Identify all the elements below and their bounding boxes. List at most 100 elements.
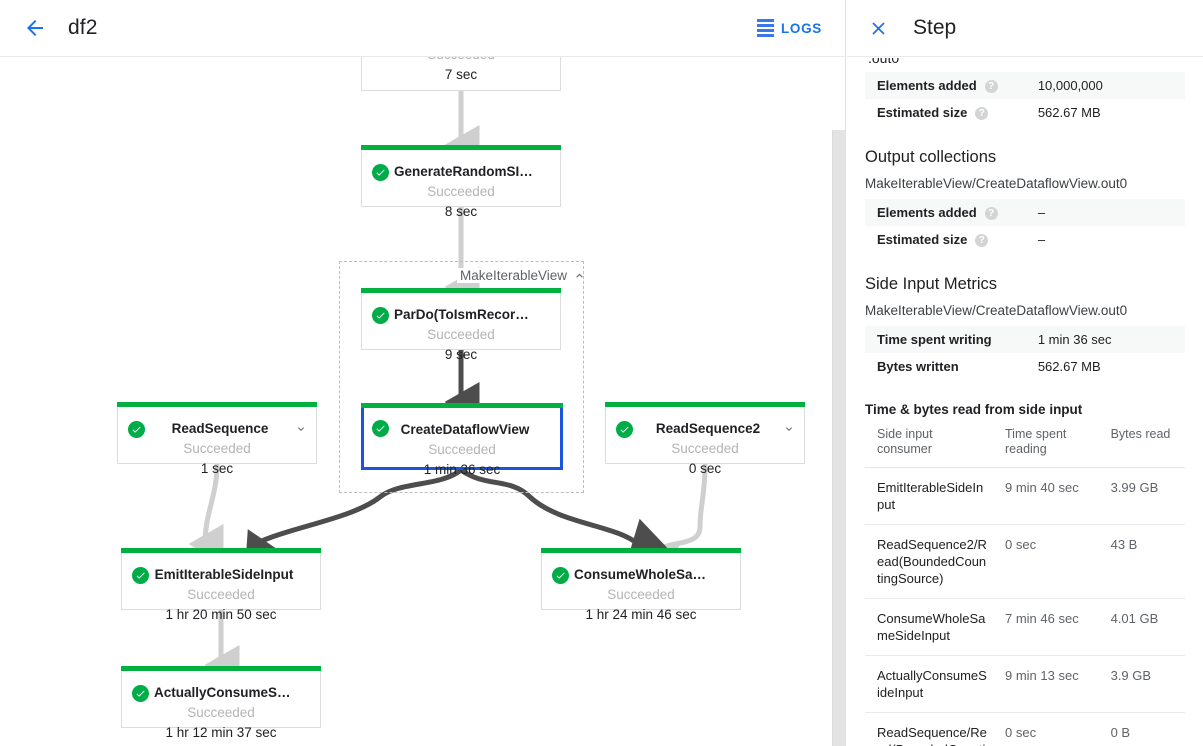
metric-key: Time spent writing [865,326,1038,354]
arrow-left-icon[interactable] [22,15,48,41]
cell-time: 9 min 40 sec [993,467,1099,526]
node-emit-iterable-side-input[interactable]: EmitIterableSideInput Succeeded 1 hr 20 … [121,548,321,622]
graph-canvas[interactable]: MakeIterableView Succeeded 7 sec Generat… [0,57,845,746]
success-check-icon [132,685,149,702]
success-check-icon [132,567,149,584]
cell-bytes: 43 B [1098,524,1185,600]
node-title: ReadSequence [171,421,269,436]
node-time: 7 sec [444,67,478,82]
group-label-text: MakeIterableView [460,268,568,283]
node-title: EmitIterableSideInput [154,567,294,582]
table-row: EmitIterableSideInput 9 min 40 sec 3.99 … [865,467,1185,526]
metric-key: Elements added? [865,72,1038,100]
node-status: Succeeded [183,441,251,456]
chevron-down-icon[interactable] [783,423,795,435]
metric-key: Estimated size? [865,226,1038,253]
node-status: Succeeded [428,442,496,457]
step-details-panel: Step .out0 Elements added? 10,000,000 Es… [847,0,1203,746]
logs-button[interactable]: LOGS [749,13,830,42]
success-check-icon [372,420,389,437]
metric-value: – [1037,232,1046,248]
group-box-make-iterable-view [339,261,584,493]
success-check-icon [552,567,569,584]
success-check-icon [128,421,145,438]
clipped-collection-label: .out0 [865,58,1185,64]
metric-value: 562.67 MB [1037,105,1101,121]
help-icon[interactable]: ? [975,107,989,121]
table-row: Estimated size? 562.67 MB [865,99,1185,126]
panel-body[interactable]: .out0 Elements added? 10,000,000 Estimat… [847,58,1203,746]
chevron-up-icon[interactable] [573,269,586,282]
cell-bytes: 3.9 GB [1098,655,1185,714]
cell-consumer: EmitIterableSideInput [865,467,993,526]
table-row: ReadSequence2/Read(BoundedCountingSource… [865,524,1185,600]
group-label-make-iterable-view[interactable]: MakeIterableView [457,268,590,283]
metric-key: Bytes written [877,359,959,375]
table-row: Estimated size? – [865,226,1185,253]
node-read-sequence[interactable]: ReadSequence Succeeded 1 sec [117,402,317,476]
column-header-time: Time spent reading [993,421,1099,469]
output-collection-name: MakeIterableView/CreateDataflowView.out0 [865,176,1128,192]
node-status-bar [117,402,317,407]
close-icon[interactable] [863,13,893,43]
node-status: Succeeded [427,327,495,342]
table-row: ActuallyConsumeSideInput 9 min 13 sec 3.… [865,655,1185,714]
panel-title: Step [913,16,957,39]
cell-time: 7 min 46 sec [993,598,1099,657]
side-input-metrics-heading: Side Input Metrics [865,275,998,294]
node-title: GenerateRandomSIData [394,164,549,179]
node-time: 0 sec [688,461,722,476]
node-status-bar [541,548,741,553]
cell-time: 9 min 13 sec [993,655,1099,714]
job-graph-pane: df2 LOGS [0,0,846,746]
table-row: Elements added? – [865,199,1185,227]
node-generate-random-si-data[interactable]: GenerateRandomSIData Succeeded 8 sec [361,145,561,219]
cell-consumer: ConsumeWholeSameSideInput [865,598,993,657]
node-status: Succeeded [362,57,560,65]
chevron-down-icon[interactable] [295,423,307,435]
node-read-sequence2[interactable]: ReadSequence2 Succeeded 0 sec [605,402,805,476]
cell-consumer: ActuallyConsumeSideInput [865,655,993,714]
metric-key: Estimated size? [865,99,1038,126]
metric-value: 562.67 MB [1037,359,1101,375]
node-time: 9 sec [444,347,478,362]
node-time: 1 hr 24 min 46 sec [585,607,697,622]
column-header-consumer: Side input consumer [865,421,993,469]
node-status-bar [361,288,561,293]
help-icon[interactable]: ? [984,80,998,94]
side-input-read-table: Side input consumer Time spent reading B… [865,421,1185,746]
node-pardo-toismrecordfor[interactable]: ParDo(ToIsmRecordFor… Succeeded 9 sec [361,288,561,362]
cell-consumer: ReadSequence/Read(BoundedCountingSource) [865,712,993,746]
metric-value: – [1037,199,1185,227]
side-input-collection-name: MakeIterableView/CreateDataflowView.out0 [865,303,1128,319]
cell-bytes: 3.99 GB [1098,467,1185,526]
node-partial-top[interactable]: Succeeded 7 sec [361,57,561,91]
table-header-row: Side input consumer Time spent reading B… [865,421,1185,469]
node-status-bar [121,666,321,671]
metric-value: 10,000,000 [1037,72,1185,100]
cell-bytes: 4.01 GB [1098,598,1185,657]
cell-bytes: 0 B [1098,712,1185,746]
help-icon[interactable]: ? [984,207,998,221]
graph-edges [188,91,708,685]
help-icon[interactable]: ? [975,234,989,248]
node-title: CreateDataflowView [400,422,530,437]
node-title: ReadSequence2 [655,421,761,436]
graph-vertical-scrollbar[interactable] [832,130,845,746]
node-status-bar [361,145,561,150]
node-time: 8 sec [444,204,478,219]
panel-header: Step [847,0,1203,57]
table-row: Elements added? 10,000,000 [865,72,1185,100]
node-time: 1 hr 20 min 50 sec [165,607,277,622]
node-status: Succeeded [607,587,675,602]
node-create-dataflow-view[interactable]: CreateDataflowView Succeeded 1 min 36 se… [361,403,563,477]
node-status: Succeeded [187,587,255,602]
success-check-icon [372,307,389,324]
cell-consumer: ReadSequence2/Read(BoundedCountingSource… [865,524,993,600]
node-actually-consume-side-input[interactable]: ActuallyConsumeSideI… Succeeded 1 hr 12 … [121,666,321,740]
node-status-bar [361,403,563,408]
node-consume-whole-same-side-input[interactable]: ConsumeWholeSameSi… Succeeded 1 hr 24 mi… [541,548,741,622]
table-row: ReadSequence/Read(BoundedCountingSource)… [865,712,1185,746]
column-header-bytes: Bytes read [1098,421,1185,469]
node-status: Succeeded [671,441,739,456]
